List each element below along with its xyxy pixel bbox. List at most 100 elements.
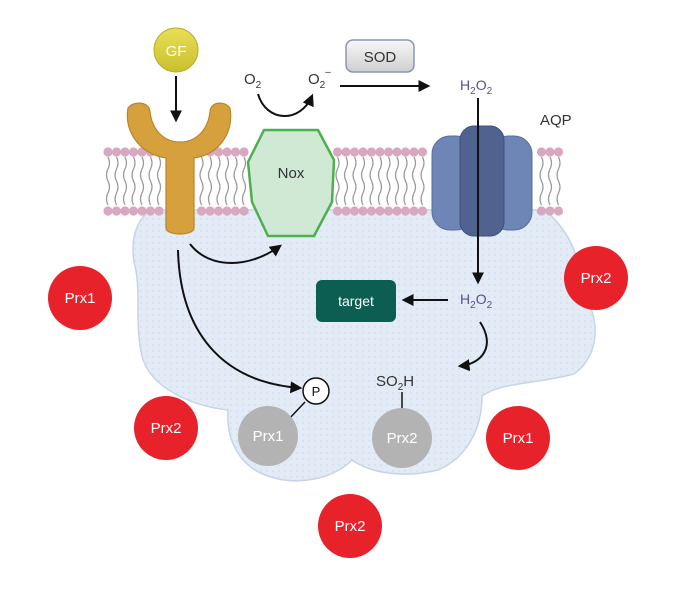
- prx1-left: Prx1: [48, 266, 112, 330]
- prx1-phosphorylated: P Prx1: [238, 377, 330, 466]
- lipid-head: [536, 206, 547, 216]
- growth-factor-receptor: [126, 102, 232, 235]
- lipid-tail: [114, 156, 119, 206]
- prx2-right-label: Prx2: [581, 270, 612, 287]
- lipid-head: [417, 206, 428, 216]
- lipid-head: [349, 206, 360, 216]
- lipid-tail: [105, 156, 111, 206]
- growth-factor-label: GF: [166, 43, 187, 60]
- lipid-tail: [369, 156, 374, 206]
- lipid-head: [103, 147, 113, 157]
- lipid-head: [349, 147, 360, 157]
- lipid-tail: [360, 156, 366, 206]
- nox-enzyme: Nox: [246, 128, 336, 238]
- lipid-head: [375, 206, 385, 216]
- membrane-heads-inner: [103, 206, 564, 216]
- prx1-inside-label: Prx1: [253, 428, 284, 445]
- lipid-head: [120, 147, 130, 157]
- h2o2-intracellular-label: H2O2: [460, 291, 493, 311]
- lipid-head: [392, 206, 402, 216]
- receptor-to-prx1-phosphorylation-arrow: [177, 249, 303, 394]
- phospho-label: P: [312, 384, 321, 399]
- aquaporin-channel: [431, 125, 533, 237]
- lipid-head: [536, 147, 547, 157]
- lipid-tail: [233, 156, 238, 206]
- lipid-head: [417, 147, 428, 157]
- lipid-head: [358, 206, 368, 216]
- prx1-left-label: Prx1: [65, 290, 96, 307]
- lipid-head: [103, 206, 113, 216]
- lipid-head: [553, 206, 564, 216]
- lipid-head: [154, 206, 164, 216]
- lipid-tail: [207, 156, 213, 206]
- target-label: target: [338, 293, 374, 309]
- lipid-head: [545, 206, 555, 216]
- target-protein: target: [316, 280, 396, 322]
- lipid-head: [366, 147, 377, 157]
- lipid-head: [239, 206, 249, 216]
- lipid-head: [128, 206, 139, 216]
- prx2-bottom: Prx2: [318, 494, 382, 558]
- prx2-left: Prx2: [134, 396, 198, 460]
- prx2-hyperoxidized: SO2H Prx2: [372, 373, 432, 468]
- prx1-right: Prx1: [486, 406, 550, 470]
- lipid-tail: [377, 156, 383, 206]
- lipid-tail: [139, 156, 145, 206]
- lipid-head: [409, 147, 419, 157]
- lipid-head: [358, 147, 368, 157]
- lipid-head: [137, 206, 147, 216]
- lipid-head: [341, 147, 351, 157]
- aqp-label: AQP: [540, 112, 572, 129]
- lipid-head: [230, 147, 241, 157]
- prx2-bottom-label: Prx2: [335, 518, 366, 535]
- lipid-tail: [547, 156, 553, 206]
- lipid-tail: [224, 156, 230, 206]
- lipid-tail: [148, 156, 153, 206]
- superoxide-label: O2–: [308, 67, 331, 91]
- lipid-head: [341, 206, 351, 216]
- membrane-heads-outer: [103, 147, 564, 157]
- lipid-head: [128, 147, 139, 157]
- lipid-head: [239, 147, 249, 157]
- lipid-head: [383, 147, 394, 157]
- lipid-head: [120, 206, 130, 216]
- lipid-tail: [411, 156, 417, 206]
- lipid-head: [400, 147, 411, 157]
- lipid-head: [230, 206, 241, 216]
- lipid-tail: [156, 156, 162, 206]
- prx1-right-label: Prx1: [503, 430, 534, 447]
- lipid-tail: [122, 156, 128, 206]
- lipid-head: [400, 206, 411, 216]
- receptor-to-nox-arrow: [189, 243, 282, 264]
- lipid-tail: [241, 156, 247, 206]
- membrane-lipid-tails: [105, 156, 561, 206]
- sulfinic-acid-label: SO2H: [376, 373, 414, 393]
- lipid-head: [332, 206, 343, 216]
- lipid-head: [222, 206, 232, 216]
- prx2-left-label: Prx2: [151, 420, 182, 437]
- lipid-head: [213, 206, 224, 216]
- lipid-head: [409, 206, 419, 216]
- lipid-tail: [539, 156, 544, 206]
- lipid-head: [111, 147, 122, 157]
- lipid-tail: [343, 156, 349, 206]
- sod-enzyme: SOD: [345, 39, 415, 73]
- prx2-inside-label: Prx2: [387, 430, 418, 447]
- lipid-head: [332, 147, 343, 157]
- lipid-tail: [420, 156, 425, 206]
- oxygen-label: O2: [244, 71, 262, 91]
- lipid-head: [222, 147, 232, 157]
- lipid-head: [383, 206, 394, 216]
- sod-label: SOD: [364, 49, 397, 66]
- nox-label: Nox: [278, 165, 305, 182]
- lipid-head: [205, 206, 215, 216]
- lipid-head: [392, 147, 402, 157]
- lipid-tail: [335, 156, 340, 206]
- lipid-tail: [556, 156, 561, 206]
- lipid-tail: [199, 156, 204, 206]
- h2o2-extracellular-label: H2O2: [460, 77, 493, 97]
- lipid-head: [375, 147, 385, 157]
- growth-factor: GF: [153, 27, 199, 73]
